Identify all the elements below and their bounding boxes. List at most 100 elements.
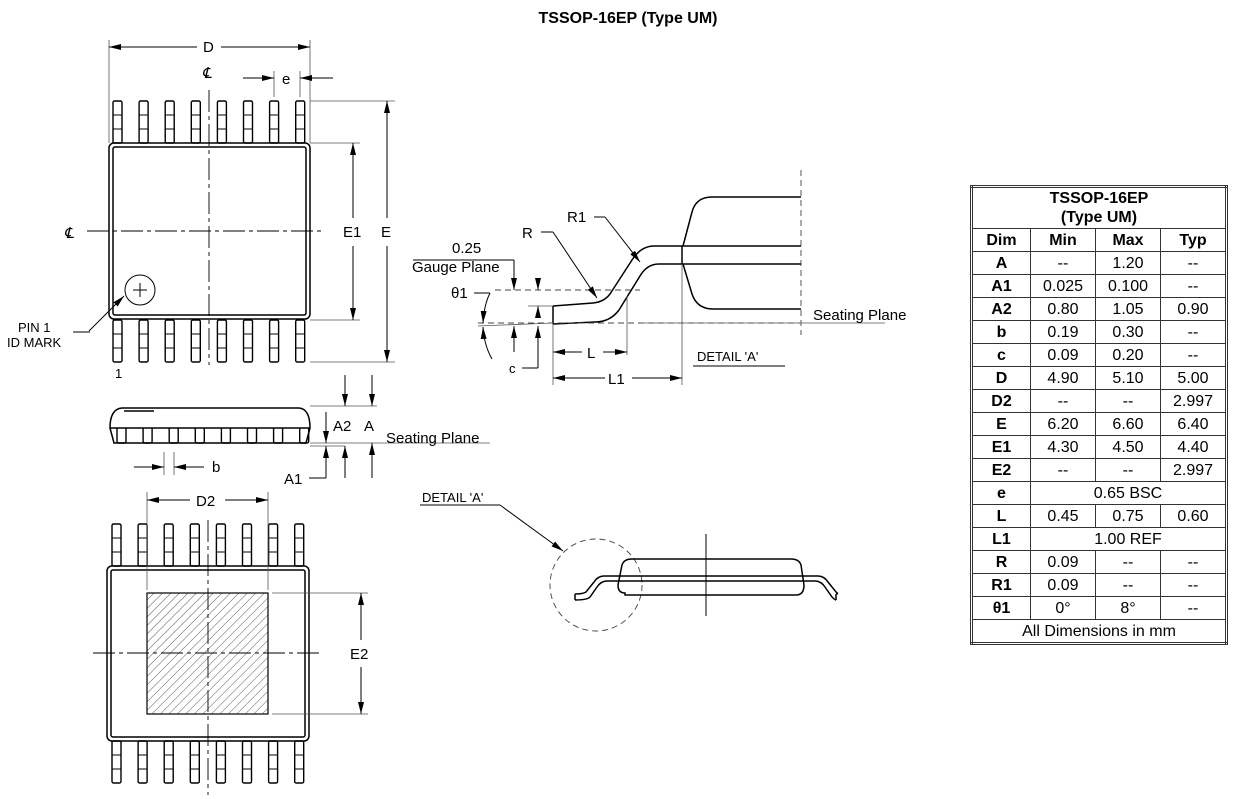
cell-typ: --	[1160, 550, 1227, 574]
lead-pin	[163, 740, 174, 784]
cell-typ: 2.997	[1160, 458, 1227, 482]
dim-label-E2: E2	[350, 646, 368, 663]
cell-max: 6.60	[1095, 412, 1161, 436]
cell-max: --	[1095, 550, 1161, 574]
lead-pin	[111, 523, 122, 567]
side-lead-pin	[299, 428, 310, 444]
cell-min: 0.09	[1030, 343, 1096, 367]
cell-min: 0°	[1030, 596, 1096, 620]
lead-pin	[216, 319, 228, 363]
cell-dim: R1	[971, 573, 1031, 597]
lead-pin	[268, 100, 280, 144]
cell-max: 1.20	[1095, 251, 1161, 275]
table-caption-line2: (Type UM)	[1060, 209, 1138, 226]
lead-pin	[295, 319, 306, 363]
lead-pin	[138, 100, 149, 144]
cell-typ: --	[1160, 320, 1227, 344]
lead-pin	[163, 523, 174, 567]
cell-max: 0.100	[1095, 274, 1161, 298]
cell-typ: 6.40	[1160, 412, 1227, 436]
lead-pin	[294, 740, 305, 784]
cell-min: 0.09	[1030, 550, 1096, 574]
lead-pin	[267, 523, 279, 567]
profile-lead-right-bottom	[804, 580, 837, 601]
cell-max: 0.30	[1095, 320, 1161, 344]
top-view: PIN 1 ID MARK 1 D ℄ ℄ e E1 E	[7, 39, 395, 381]
detail-a-view: Seating Plane 0.25 Gauge Plane θ1 c L L1…	[412, 170, 906, 388]
cell-dim: L1	[971, 527, 1031, 551]
cell-span: 1.00 REF	[1030, 527, 1227, 551]
cell-max: 0.20	[1095, 343, 1161, 367]
lead-pin	[112, 319, 123, 363]
table-caption-line1: TSSOP-16EP	[1049, 190, 1149, 207]
cell-max: --	[1095, 458, 1161, 482]
cell-typ: --	[1160, 251, 1227, 275]
dim-label-D2: D2	[196, 493, 215, 510]
side-lead-pin	[246, 428, 258, 444]
lead-pin	[137, 523, 148, 567]
pin1-id-mark	[124, 274, 156, 306]
cell-max: --	[1095, 389, 1161, 413]
cell-min: --	[1030, 389, 1096, 413]
side-view: A2 A A1 Seating Plane b	[109, 375, 490, 488]
dim-label-e: e	[282, 71, 290, 88]
lead-pin	[216, 100, 228, 144]
dim-label-b: b	[212, 459, 220, 476]
lead-pin	[241, 740, 253, 784]
centerline-symbol-left: ℄	[64, 225, 74, 242]
cell-max: 8°	[1095, 596, 1161, 620]
table-row: E2----2.997	[971, 458, 1227, 482]
side-lead-pin	[116, 428, 127, 444]
lead-pin	[295, 100, 306, 144]
lead-pin	[241, 523, 253, 567]
profile-lead-right-top	[804, 575, 839, 595]
side-seating-plane-label: Seating Plane	[386, 430, 479, 447]
cell-typ: 2.997	[1160, 389, 1227, 413]
side-lead-pin	[220, 428, 232, 444]
cell-dim: E1	[971, 435, 1031, 459]
detail-seating-plane-label: Seating Plane	[813, 307, 906, 324]
header-dim: Dim	[971, 228, 1031, 252]
detail-a-caption: DETAIL 'A'	[697, 349, 758, 364]
top-pins-lower	[112, 319, 306, 363]
cell-max: 5.10	[1095, 366, 1161, 390]
cell-dim: D	[971, 366, 1031, 390]
cell-dim: A1	[971, 274, 1031, 298]
lead-pin	[215, 523, 227, 567]
cell-dim: A	[971, 251, 1031, 275]
detail-lead-bottom	[552, 263, 801, 325]
profile-detail-a-callout: DETAIL 'A'	[422, 490, 483, 505]
cell-max: --	[1095, 573, 1161, 597]
gauge-value-label: 0.25	[452, 240, 481, 257]
table-caption: TSSOP-16EP (Type UM)	[971, 186, 1227, 229]
dim-label-R1: R1	[567, 209, 586, 226]
lead-pin	[215, 740, 227, 784]
lead-pin	[267, 740, 279, 784]
table-header-row: Dim Min Max Typ	[971, 228, 1227, 252]
cell-typ: 0.90	[1160, 297, 1227, 321]
lead-pin	[112, 100, 123, 144]
header-typ: Typ	[1160, 228, 1227, 252]
lead-pin	[111, 740, 122, 784]
detail-body-lower	[682, 263, 801, 310]
lead-pin	[137, 740, 148, 784]
cell-dim: c	[971, 343, 1031, 367]
cell-max: 1.05	[1095, 297, 1161, 321]
table-row: A--1.20--	[971, 251, 1227, 275]
lead-pin	[189, 523, 201, 567]
lead-pin	[138, 319, 149, 363]
cell-dim: b	[971, 320, 1031, 344]
lead-pin	[164, 100, 175, 144]
cell-dim: D2	[971, 389, 1031, 413]
profile-lead-left-top	[574, 575, 618, 595]
cell-dim: R	[971, 550, 1031, 574]
